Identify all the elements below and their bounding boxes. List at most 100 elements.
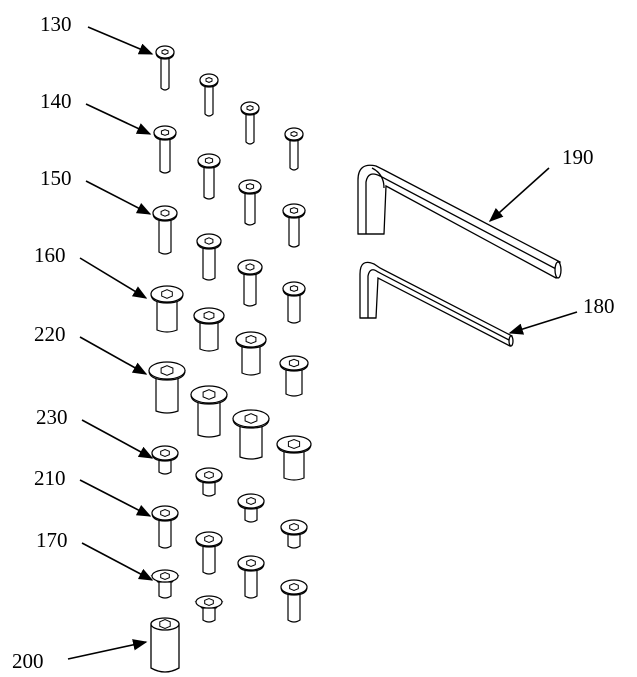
- screw-130-2: [199, 73, 219, 117]
- arrow-150: [85, 180, 152, 215]
- hex-socket-icon: [204, 534, 214, 544]
- callout-210: 210: [34, 466, 66, 490]
- screw-shank: [287, 591, 301, 623]
- callout-labels: 130 140 150 160 220 230 210 170 200 190 …: [12, 12, 615, 673]
- screw-shank: [289, 137, 299, 171]
- hex-key-190-edge: [365, 173, 559, 271]
- screw-220-1: [148, 361, 186, 414]
- screw-shank: [203, 164, 215, 200]
- screw-220-4: [276, 435, 312, 481]
- screw-shank: [199, 320, 219, 352]
- callout-220: 220: [34, 322, 66, 346]
- screw-shank: [197, 400, 221, 438]
- arrow-130: [87, 26, 154, 55]
- screw-140-2: [197, 153, 221, 200]
- screw-220-2: [190, 385, 228, 438]
- screw-shank: [158, 457, 172, 475]
- screw-shank: [241, 344, 261, 376]
- callout-160: 160: [34, 243, 66, 267]
- hex-socket-icon: [204, 470, 214, 480]
- screw-shank: [158, 579, 172, 599]
- leader-arrows: [67, 26, 578, 660]
- screw-shank: [202, 245, 216, 281]
- hex-socket-icon: [289, 522, 299, 532]
- screw-210-3: [237, 555, 265, 599]
- screw-140-4: [282, 203, 306, 248]
- screw-230-3: [237, 493, 265, 523]
- hex-socket-icon: [203, 310, 215, 321]
- arrow-230: [81, 419, 154, 459]
- hex-socket-icon: [160, 129, 170, 136]
- arrow-160: [79, 257, 148, 299]
- screw-shank: [202, 605, 216, 623]
- hex-socket-icon: [161, 49, 169, 55]
- callout-200: 200: [12, 649, 44, 673]
- screw-230-4: [280, 519, 308, 549]
- callout-170: 170: [36, 528, 68, 552]
- screw-150-2: [196, 233, 222, 281]
- hex-socket-icon: [245, 263, 255, 271]
- callout-130: 130: [40, 12, 72, 36]
- hex-key-190-tip: [554, 261, 562, 279]
- screw-shank: [285, 367, 303, 397]
- hex-socket-icon: [245, 183, 255, 190]
- hex-key-190: [357, 164, 562, 279]
- screw-shank: [204, 83, 214, 117]
- set-screw-body: [150, 623, 180, 673]
- callout-180: 180: [583, 294, 615, 318]
- hex-socket-icon: [204, 597, 214, 607]
- screw-grid: [148, 45, 312, 673]
- screw-230-2: [195, 467, 223, 497]
- screw-shank: [158, 517, 172, 549]
- hex-key-190-body: [357, 164, 561, 279]
- hex-socket-icon: [288, 358, 300, 368]
- hex-socket-icon: [290, 131, 298, 137]
- screw-shank: [239, 424, 263, 460]
- screw-130-4: [284, 127, 304, 171]
- hex-socket-icon: [289, 285, 299, 292]
- set-screw-200: [150, 617, 180, 673]
- screw-shank: [202, 543, 216, 575]
- hex-socket-icon: [246, 558, 256, 568]
- screw-shank: [243, 271, 257, 307]
- screw-shank: [156, 299, 178, 333]
- hex-socket-icon: [204, 157, 214, 164]
- hex-socket-icon: [160, 571, 170, 581]
- callout-140: 140: [40, 89, 72, 113]
- callout-150: 150: [40, 166, 72, 190]
- screw-shank: [202, 479, 216, 497]
- hex-socket-icon: [159, 618, 171, 630]
- screw-130-3: [240, 101, 260, 145]
- screw-shank: [283, 449, 305, 481]
- hex-socket-icon: [287, 438, 301, 450]
- callout-230: 230: [36, 405, 68, 429]
- hex-socket-icon: [246, 496, 256, 506]
- screw-170-1: [150, 569, 180, 599]
- hex-socket-icon: [160, 448, 170, 458]
- screw-shank: [155, 376, 179, 414]
- arrow-200: [67, 639, 148, 660]
- screw-150-3: [237, 259, 263, 307]
- hex-key-180-tip: [508, 335, 514, 347]
- screw-230-1: [151, 445, 179, 475]
- screw-150-1: [152, 205, 178, 255]
- hex-socket-icon: [246, 105, 254, 111]
- screw-160-4: [279, 355, 309, 397]
- hex-socket-icon: [160, 508, 170, 518]
- screw-shank: [244, 190, 256, 226]
- screw-shank: [288, 214, 300, 248]
- screw-130-1: [155, 45, 175, 91]
- hex-socket-icon: [289, 582, 299, 592]
- screw-220-3: [232, 409, 270, 460]
- screw-shank: [159, 136, 171, 174]
- hex-socket-icon: [161, 289, 173, 299]
- screw-shank: [287, 531, 301, 549]
- hex-socket-icon: [202, 389, 216, 400]
- hex-socket-icon: [204, 237, 214, 245]
- screw-140-3: [238, 179, 262, 226]
- hex-socket-icon: [289, 207, 299, 214]
- screw-shank: [158, 217, 172, 255]
- arrow-170: [81, 542, 154, 581]
- hex-socket-icon: [205, 77, 213, 83]
